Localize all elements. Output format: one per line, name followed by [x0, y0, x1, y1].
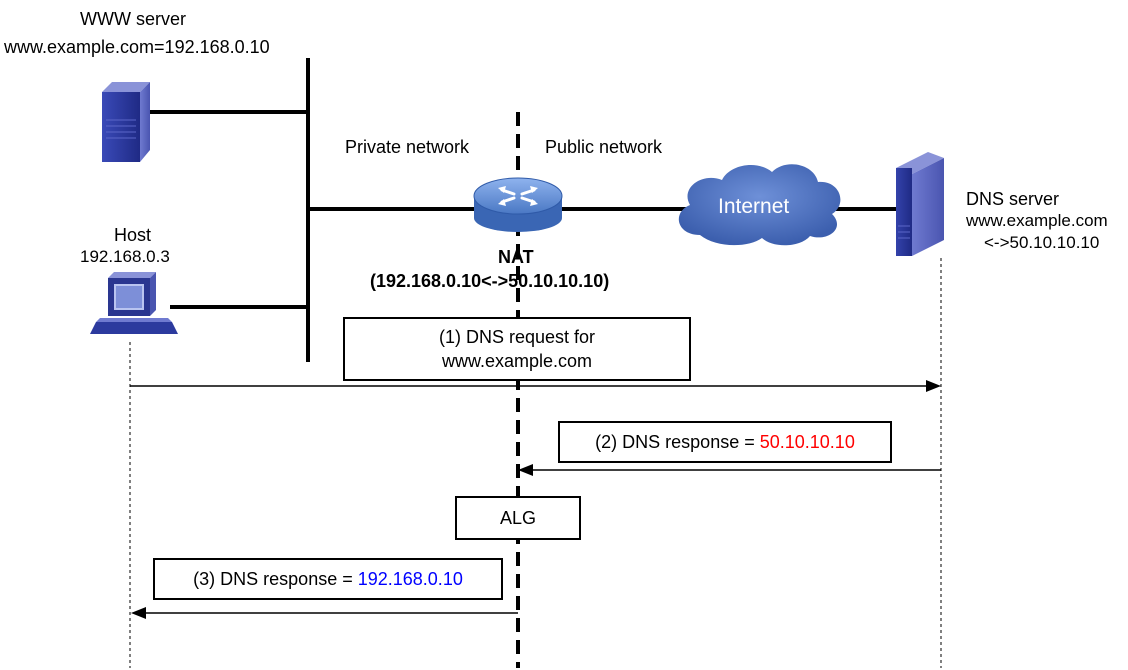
dns-response-private-prefix: (3) DNS response = — [193, 569, 358, 589]
private-network-label: Private network — [345, 137, 470, 157]
dns-server-mapping-line2: <->50.10.10.10 — [984, 233, 1100, 252]
dns-response-public-box: (2) DNS response = 50.10.10.10 — [558, 421, 892, 463]
nat-mapping: (192.168.0.10<->50.10.10.10) — [370, 271, 610, 291]
dns-server-icon — [896, 152, 944, 256]
www-server-icon — [102, 82, 150, 162]
dns-request-line1: (1) DNS request for — [438, 327, 596, 347]
arrow-dns-request — [130, 380, 941, 392]
public-network-label: Public network — [545, 137, 663, 157]
internet-label: Internet — [718, 195, 790, 218]
nat-title: NAT — [498, 247, 534, 267]
dns-response-private-ip: 192.168.0.10 — [357, 569, 463, 589]
alg-box: ALG — [455, 496, 581, 540]
alg-label: ALG — [499, 508, 537, 528]
dns-response-public-prefix: (2) DNS response = — [595, 432, 760, 452]
host-ip: 192.168.0.3 — [80, 247, 170, 266]
host-title: Host — [114, 225, 152, 245]
dns-server-mapping-line1: www.example.com — [966, 211, 1108, 230]
dns-request-box: (1) DNS request for www.example.com — [343, 317, 691, 381]
arrow-dns-response-private — [131, 607, 518, 619]
arrow-dns-response-public — [518, 464, 941, 476]
www-server-mapping: www.example.com=192.168.0.10 — [4, 37, 270, 57]
host-computer-icon — [90, 272, 178, 334]
dns-server-title: DNS server — [966, 189, 1060, 209]
dns-response-private-box: (3) DNS response = 192.168.0.10 — [153, 558, 503, 600]
dns-response-public-ip: 50.10.10.10 — [759, 432, 855, 452]
dns-request-line2: www.example.com — [441, 351, 593, 371]
nat-router-icon — [473, 177, 563, 232]
www-server-title: WWW server — [80, 9, 186, 29]
internet-cloud-icon — [678, 164, 841, 246]
